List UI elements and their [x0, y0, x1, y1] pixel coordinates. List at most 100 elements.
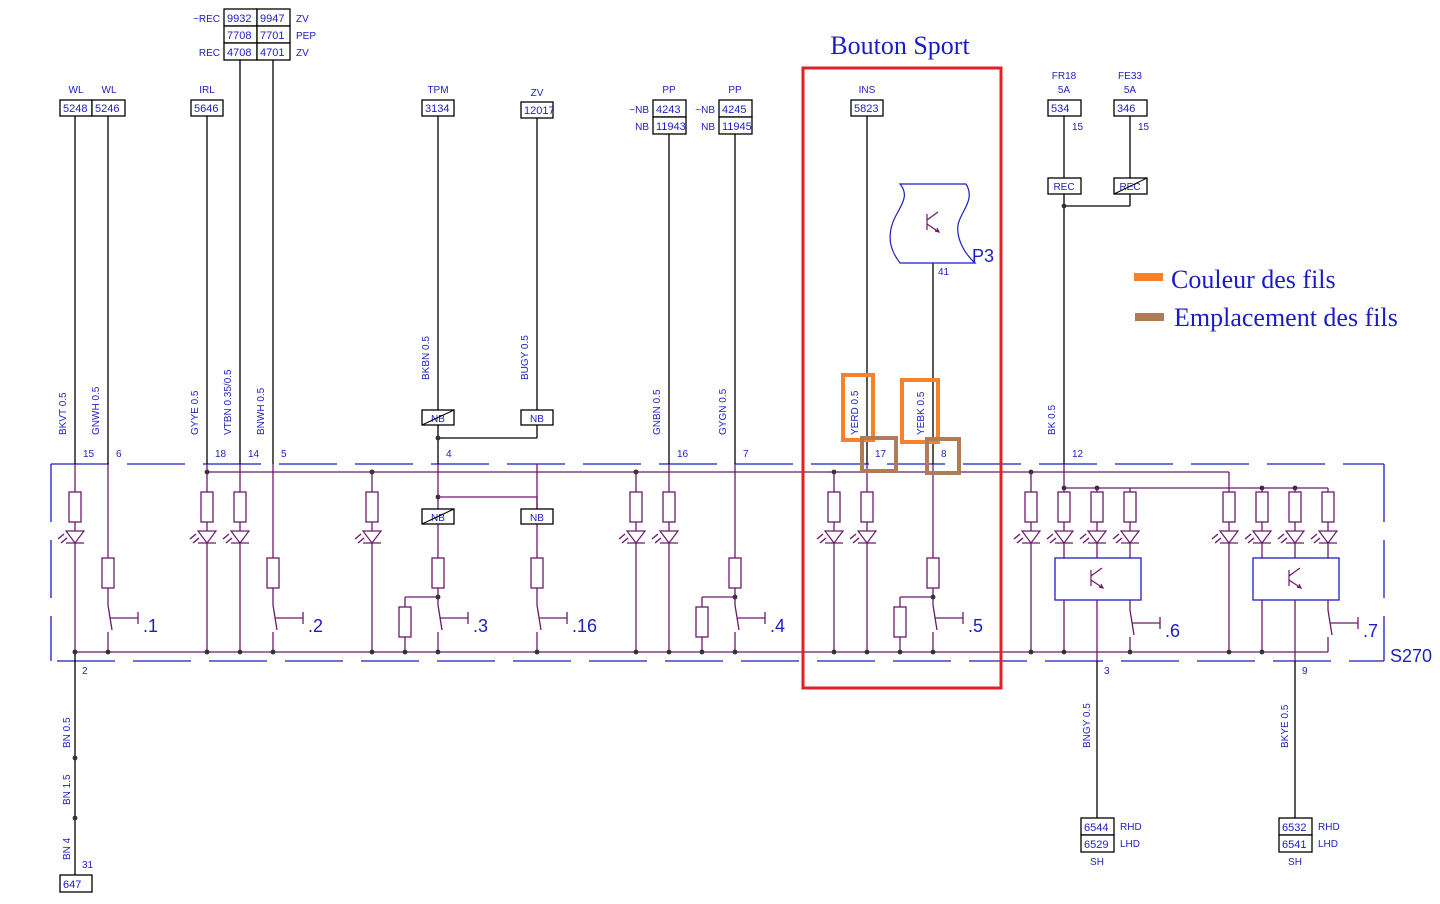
strike-through: [421, 508, 455, 525]
led-triangle: [361, 530, 383, 544]
label: REC: [1053, 182, 1074, 193]
led-light-arrows: [651, 533, 662, 544]
resistor-icon: [827, 491, 841, 523]
wire-color-label: BKVT 0.5: [58, 392, 69, 435]
junction-dot: [1127, 649, 1133, 655]
led-light-arrows: [849, 533, 860, 544]
resistor-icon: [68, 491, 82, 523]
label: 15: [1072, 122, 1084, 133]
wire-color-label: BKBN 0.5: [421, 336, 432, 380]
resistor-icon: [1024, 491, 1038, 523]
led-triangle: [1053, 530, 1075, 544]
terminal-id: 9932: [227, 13, 251, 25]
label: INS: [859, 85, 876, 96]
led-triangle: [196, 530, 218, 544]
led-icon: [816, 530, 845, 544]
junction-dot: [237, 649, 243, 655]
strike-through: [421, 409, 455, 426]
connector-name: S270: [1390, 646, 1432, 666]
terminal-id: 5646: [194, 103, 218, 115]
terminal-id: 4245: [722, 104, 746, 116]
pin-number: 31: [82, 860, 94, 871]
annotation-title: Bouton Sport: [830, 31, 970, 60]
led-triangle: [856, 530, 878, 544]
wire-color-label: GNBN 0.5: [652, 389, 663, 435]
junction-dot: [204, 649, 210, 655]
pin-number: 18: [215, 449, 227, 460]
transistor-icon: [1090, 567, 1105, 589]
label: PP: [728, 85, 742, 96]
switch-label: .2: [308, 616, 323, 636]
resistor-icon: [1288, 491, 1302, 523]
led-light-arrows: [1079, 533, 1090, 544]
label: REC: [1119, 182, 1140, 193]
led-icon: [849, 530, 878, 544]
led-light-arrows: [57, 533, 68, 544]
pin-number: 9: [1302, 666, 1308, 677]
junction-dot: [699, 649, 705, 655]
resistor-icon: [398, 606, 412, 638]
p3-module: [889, 183, 977, 264]
led-icon: [57, 530, 86, 544]
wire-color-label: VTBN 0.35/0.5: [223, 369, 234, 435]
legend-label: Emplacement des fils: [1174, 303, 1398, 332]
resistor-icon: [101, 557, 115, 589]
label: IRL: [199, 85, 215, 96]
led-icon: [618, 530, 647, 544]
label: RHD: [1120, 822, 1142, 833]
label: WL: [69, 85, 84, 96]
strike-through: [1113, 177, 1148, 195]
terminal-id: 11945: [722, 121, 752, 133]
pin-number: 17: [875, 449, 887, 460]
legend-swatch-wire-location: [1135, 313, 1164, 321]
transistor-icon: [926, 211, 941, 233]
ground-terminal-box: [59, 874, 93, 893]
label: ZV: [296, 14, 309, 25]
pin-number: 6: [116, 449, 122, 460]
junction-dot: [1259, 649, 1265, 655]
terminal-id: 7701: [260, 30, 284, 42]
wire-color-label: BN 4: [62, 837, 73, 860]
led-light-arrows: [354, 533, 365, 544]
pin-number: 16: [677, 449, 689, 460]
led-triangle: [1284, 530, 1306, 544]
pin-number: 2: [82, 666, 88, 677]
led-light-arrows: [1046, 533, 1057, 544]
led-light-arrows: [1013, 533, 1024, 544]
junction-dot: [1061, 649, 1067, 655]
sport-button-highlight: [801, 66, 1003, 690]
label: RHD: [1318, 822, 1340, 833]
junction-dot: [72, 649, 78, 655]
nb-box: [520, 508, 554, 525]
resistor-icon: [431, 557, 445, 589]
switch-label: .5: [968, 616, 983, 636]
terminal-id: 9947: [260, 13, 284, 25]
label: NB: [431, 414, 445, 425]
led-light-arrows: [222, 533, 233, 544]
pin-number: 8: [941, 449, 947, 460]
led-light-arrows: [618, 533, 629, 544]
resistor-icon: [926, 557, 940, 589]
nb-box: [520, 409, 554, 426]
pin-number: 15: [83, 449, 95, 460]
led-icon: [1112, 530, 1141, 544]
wire-color-label: GYGN 0.5: [718, 388, 729, 435]
resistor-icon: [266, 557, 280, 589]
label: NB: [701, 122, 715, 133]
terminal-id: 5248: [63, 103, 87, 115]
resistor-icon: [365, 491, 379, 523]
label: ~NB: [695, 105, 715, 116]
wire-color-label: YEBK 0.5: [916, 391, 927, 435]
terminal-id: 6532: [1282, 822, 1306, 834]
label: ~NB: [629, 105, 649, 116]
resistor-icon: [1123, 491, 1137, 523]
led-icon: [222, 530, 251, 544]
terminal-id: 11943: [656, 121, 686, 133]
terminal-id: 4243: [656, 104, 680, 116]
led-icon: [1244, 530, 1273, 544]
wire-color-label: GNWH 0.5: [91, 386, 102, 435]
pin-number: 5: [281, 449, 287, 460]
label: PP: [662, 85, 676, 96]
led-triangle: [64, 530, 86, 544]
